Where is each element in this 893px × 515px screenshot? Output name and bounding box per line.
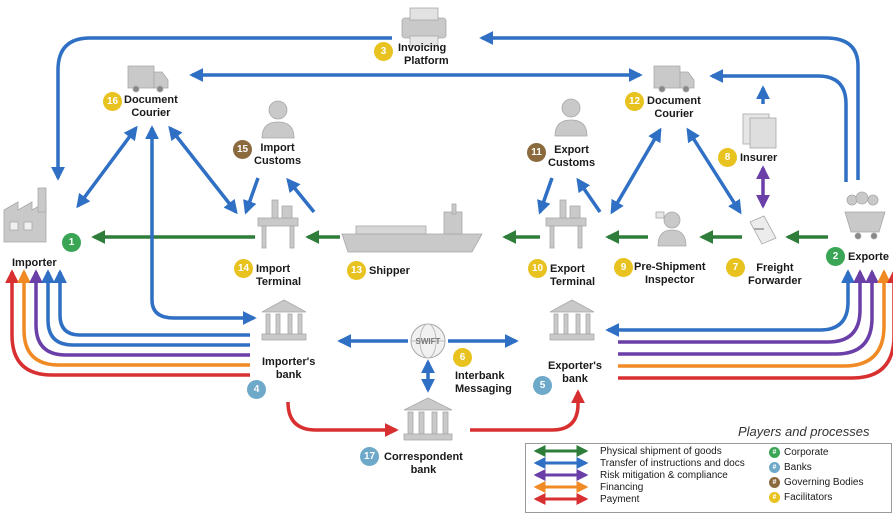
- legend: Physical shipment of goods Transfer of i…: [525, 443, 892, 513]
- badge-4: 4: [247, 380, 266, 399]
- export-customs-line2: Customs: [548, 157, 596, 169]
- factory-icon: [3, 187, 47, 243]
- bank-icon: [549, 299, 595, 341]
- clipboard-icon: [749, 215, 777, 245]
- swift-label: SWIFT: [416, 337, 441, 346]
- doc-courier-right-line1: Document: [647, 95, 701, 107]
- terminal-icon: [545, 199, 587, 249]
- customs-officer-icon: [261, 100, 295, 139]
- exporters-bank-line1: Exporter's: [548, 360, 602, 372]
- legend-category-banks: Banks: [784, 462, 812, 473]
- label-exporters-bank: Exporter's bank: [548, 360, 602, 386]
- payment-flow: [286, 389, 585, 437]
- import-customs-line1: Import: [260, 142, 295, 154]
- freight-forwarder-line1: Freight: [756, 262, 794, 274]
- legend-item-risk: Risk mitigation & compliance: [600, 470, 728, 481]
- delivery-van-icon: [127, 65, 169, 93]
- invoicing-line1: Invoicing: [398, 42, 447, 54]
- badge-1: 1: [62, 233, 81, 252]
- mining-cart-icon: [844, 191, 886, 240]
- label-interbank-messaging: Interbank Messaging: [455, 370, 512, 396]
- terminal-icon: [257, 199, 299, 249]
- doc-courier-left-line2: Courier: [131, 107, 171, 119]
- label-freight-forwarder: Freight Forwarder: [748, 262, 802, 288]
- badge-17: 17: [360, 447, 379, 466]
- bank-icon: [261, 299, 307, 341]
- invoicing-line2: Platform: [404, 55, 449, 67]
- label-importer: Importer: [12, 257, 57, 269]
- badge-7: 7: [726, 258, 745, 277]
- importer-bank-flows: [5, 269, 250, 377]
- badge-8: 8: [718, 148, 737, 167]
- importers-bank-line1: Importer's: [262, 356, 316, 368]
- badge-3: 3: [374, 42, 393, 61]
- label-importers-bank: Importer's bank: [262, 356, 315, 382]
- legend-item-instructions: Transfer of instructions and docs: [600, 458, 745, 469]
- badge-16: 16: [103, 92, 122, 111]
- legend-category-governing: Governing Bodies: [784, 477, 864, 488]
- pre-shipment-line2: Inspector: [645, 274, 695, 286]
- label-exporter: Exporte: [848, 251, 889, 263]
- label-import-terminal: Import Terminal: [256, 263, 301, 289]
- invoicing-platform-icon: [401, 7, 447, 47]
- badge-5: 5: [533, 376, 552, 395]
- import-customs-line2: Customs: [254, 155, 302, 167]
- customs-officer-icon: [554, 98, 588, 137]
- label-export-terminal: Export Terminal: [550, 263, 595, 289]
- corporate-dot-icon: #: [769, 447, 780, 458]
- pre-shipment-line1: Pre-Shipment: [634, 261, 706, 273]
- banks-dot-icon: #: [769, 462, 780, 473]
- inspector-icon: [655, 211, 687, 247]
- instruction-document-flow: [51, 31, 860, 393]
- badge-13: 13: [347, 261, 366, 280]
- correspondent-line2: bank: [410, 464, 437, 476]
- interbank-line1: Interbank: [455, 370, 505, 382]
- legend-arrows: [533, 445, 589, 505]
- label-import-customs: Import Customs: [254, 142, 301, 168]
- export-terminal-line1: Export: [550, 263, 585, 275]
- label-correspondent-bank: Correspondent bank: [384, 451, 463, 477]
- cargo-ship-icon: [341, 203, 483, 253]
- doc-courier-right-line2: Courier: [654, 108, 694, 120]
- import-terminal-line2: Terminal: [256, 276, 302, 288]
- badge-12: 12: [625, 92, 644, 111]
- delivery-van-icon: [653, 65, 695, 93]
- bank-icon: [403, 397, 453, 441]
- label-document-courier-left: Document Courier: [124, 94, 178, 120]
- badge-9: 9: [614, 258, 633, 277]
- legend-category-corporate: Corporate: [784, 447, 829, 458]
- label-export-customs: Export Customs: [548, 144, 595, 170]
- legend-title: Players and processes: [738, 424, 870, 439]
- legend-item-physical: Physical shipment of goods: [600, 446, 722, 457]
- export-customs-line1: Export: [554, 144, 589, 156]
- doc-courier-left-line1: Document: [124, 94, 178, 106]
- badge-2: 2: [826, 247, 845, 266]
- interbank-line2: Messaging: [455, 383, 512, 395]
- insurance-document-icon: [742, 113, 777, 149]
- badge-10: 10: [528, 259, 547, 278]
- legend-category-facilitators: Facilitators: [784, 492, 833, 503]
- import-terminal-line1: Import: [256, 263, 291, 275]
- importers-bank-line2: bank: [275, 369, 302, 381]
- label-pre-shipment-inspector: Pre-Shipment Inspector: [634, 261, 706, 287]
- governing-dot-icon: #: [769, 477, 780, 488]
- label-insurer: Insurer: [740, 152, 778, 164]
- export-terminal-line2: Terminal: [550, 276, 596, 288]
- badge-11: 11: [527, 143, 546, 162]
- label-invoicing: Invoicing Platform: [398, 42, 449, 68]
- badge-15: 15: [233, 140, 252, 159]
- badge-6: 6: [453, 348, 472, 367]
- swift-globe-icon: SWIFT: [410, 323, 446, 359]
- legend-item-payment: Payment: [600, 494, 640, 505]
- facilitators-dot-icon: #: [769, 492, 780, 503]
- correspondent-line1: Correspondent: [384, 451, 463, 463]
- legend-item-financing: Financing: [600, 482, 644, 493]
- freight-forwarder-line2: Forwarder: [748, 275, 802, 287]
- label-shipper: Shipper: [369, 265, 410, 277]
- exporters-bank-line2: bank: [562, 373, 588, 385]
- badge-14: 14: [234, 259, 253, 278]
- label-document-courier-right: Document Courier: [647, 95, 701, 121]
- exporter-bank-flows: [605, 269, 893, 380]
